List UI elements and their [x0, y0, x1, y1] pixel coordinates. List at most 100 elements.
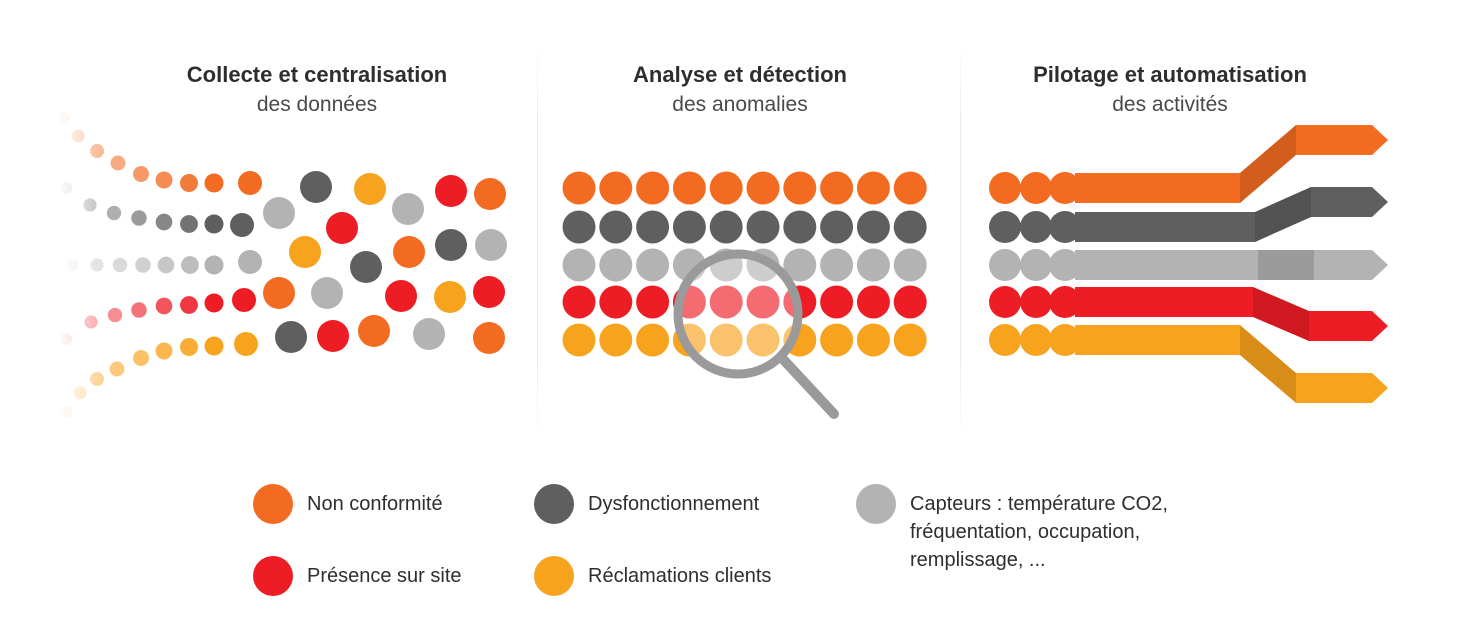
scatter-dot [275, 321, 307, 353]
scatter-dot [435, 175, 467, 207]
stream-dot [204, 336, 224, 356]
grid-dot [562, 171, 596, 205]
grid-dot [709, 210, 743, 244]
band-arrow [1314, 250, 1388, 280]
legend-label: Réclamations clients [588, 565, 772, 587]
grid-dot [856, 210, 890, 244]
stream-dot [204, 293, 224, 313]
grid-dot [709, 285, 743, 319]
band-body [1075, 325, 1240, 355]
band-start-dot [1049, 324, 1081, 356]
panel-title: Collecte et centralisation [186, 62, 448, 87]
legend-dot-dysfonctionnement [534, 484, 574, 524]
grid-dot [820, 248, 854, 282]
grid-dot [746, 210, 780, 244]
band-arrow [1309, 311, 1388, 341]
band-start-dot [989, 172, 1021, 204]
stream-dot [180, 338, 198, 356]
grid-dot [599, 323, 633, 357]
scatter-dot [263, 197, 295, 229]
grid-dot [856, 285, 890, 319]
grid-dot [636, 323, 670, 357]
stream-dot [204, 214, 224, 234]
panel-subtitle: des données [256, 93, 378, 116]
magnifier-icon [673, 249, 839, 419]
scatter-dot [326, 212, 358, 244]
stream-dot [131, 302, 147, 318]
stream-dot [131, 210, 147, 226]
grid-dot [562, 285, 596, 319]
band-body [1075, 173, 1240, 203]
band-arrow [1296, 373, 1388, 403]
scatter-dot [289, 236, 321, 268]
legend-label: Capteurs : température CO2, fréquentatio… [910, 493, 1168, 571]
scatter-dot [238, 171, 262, 195]
grid-dot [599, 285, 633, 319]
stream-dot [106, 205, 122, 221]
legend-label: Non conformité [307, 493, 443, 515]
panel-pilotage-title: Pilotage et automatisation des activités [960, 60, 1380, 120]
scatter-dot [350, 251, 382, 283]
band-start-dot [1020, 211, 1052, 243]
stream-dot [204, 173, 224, 193]
grid-dot [893, 210, 927, 244]
stream-dot [155, 171, 173, 189]
fade-overlay [55, 100, 100, 430]
legend-dot-presence [253, 556, 293, 596]
stream-dot [204, 255, 224, 275]
stream-dot [133, 350, 149, 366]
band-start-dot [1049, 172, 1081, 204]
panel-title: Pilotage et automatisation [1033, 62, 1307, 87]
band-start-dot [1049, 211, 1081, 243]
panel-subtitle: des anomalies [672, 93, 808, 116]
scatter-dot [354, 173, 386, 205]
band-start-dot [989, 324, 1021, 356]
grid-dot [599, 210, 633, 244]
grid-dot [746, 171, 780, 205]
grid-dot [562, 210, 596, 244]
panel-subtitle: des activités [1112, 93, 1228, 116]
legend-label: Dysfonctionnement [588, 493, 760, 515]
scatter-dot [474, 178, 506, 210]
band-start-dot [1020, 172, 1052, 204]
grid-dot [562, 248, 596, 282]
stream-dot [180, 296, 198, 314]
legend-dot-non-conformite [253, 484, 293, 524]
magnifier-handle [776, 352, 839, 419]
scatter-dot [475, 229, 507, 261]
legend-dot-reclamations [534, 556, 574, 596]
band-turn [1258, 250, 1314, 280]
band-turn-shade [1253, 287, 1309, 341]
grid-dot [672, 171, 706, 205]
band-start-dot [989, 249, 1021, 281]
grid-dot [599, 248, 633, 282]
grid-dot [893, 171, 927, 205]
grid-dot [709, 171, 743, 205]
grid-dot [893, 248, 927, 282]
stream-dot [109, 361, 125, 377]
grid-dot [746, 323, 780, 357]
grid-dot [783, 248, 817, 282]
grid-dot [636, 248, 670, 282]
scatter-dot [393, 236, 425, 268]
band-start-dot [1020, 249, 1052, 281]
grid-dot [709, 323, 743, 357]
legend-capteurs: Capteurs : température CO2, fréquentatio… [856, 484, 1240, 574]
scatter-dot [392, 193, 424, 225]
band-start-dot [1049, 286, 1081, 318]
legend-dysfonctionnement: Dysfonctionnement [534, 484, 759, 524]
scatter-dot [263, 277, 295, 309]
legend-dot-capteurs [856, 484, 896, 524]
stream-dot [155, 213, 173, 231]
band-turn-shade [1255, 187, 1311, 242]
band-start-dot [1049, 249, 1081, 281]
band-start-dot [989, 286, 1021, 318]
stream-dot [135, 257, 151, 273]
band-body [1075, 287, 1253, 317]
scatter-dot [473, 322, 505, 354]
legend-non-conformite: Non conformité [253, 484, 443, 524]
legend-reclamations: Réclamations clients [534, 556, 771, 596]
band-arrow [1296, 125, 1388, 155]
panel-collecte-title: Collecte et centralisation des données [107, 60, 527, 120]
stream-dot [107, 307, 123, 323]
